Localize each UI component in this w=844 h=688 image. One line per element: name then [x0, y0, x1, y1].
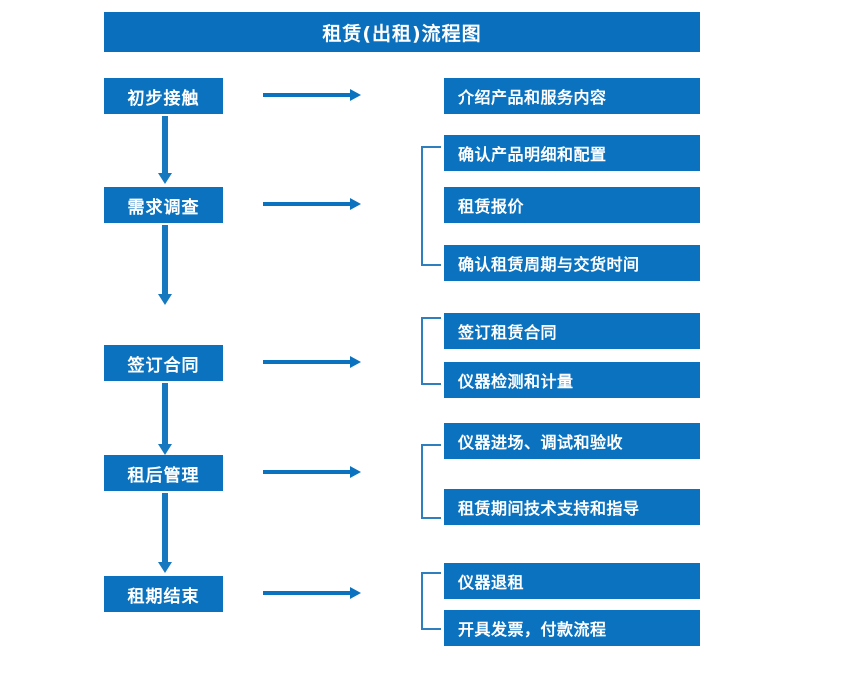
arrow-shaft — [162, 493, 168, 562]
arrow-shaft — [263, 591, 351, 595]
arrow-shaft — [162, 116, 168, 173]
arrow-head — [158, 294, 172, 305]
detail-box-2-2[interactable]: 租赁报价 — [444, 187, 700, 223]
arrow-head — [158, 562, 172, 573]
stage-box-3[interactable]: 签订合同 — [104, 345, 223, 381]
arrow-right-icon-5 — [263, 586, 361, 600]
detail-box-4-2[interactable]: 租赁期间技术支持和指导 — [444, 489, 700, 525]
detail-box-5-1[interactable]: 仪器退租 — [444, 563, 700, 599]
arrow-shaft — [263, 360, 351, 364]
arrow-right-icon-1 — [263, 88, 361, 102]
arrow-head — [350, 587, 361, 599]
page-title: 租赁(出租)流程图 — [104, 12, 700, 52]
detail-box-5-2[interactable]: 开具发票，付款流程 — [444, 610, 700, 646]
arrow-shaft — [263, 202, 351, 206]
arrow-head — [158, 173, 172, 184]
arrow-right-icon-4 — [263, 465, 361, 479]
arrow-right-icon-2 — [263, 197, 361, 211]
arrow-shaft — [162, 383, 168, 444]
stage-box-2[interactable]: 需求调查 — [104, 187, 223, 223]
group-bracket-icon-4 — [421, 444, 441, 519]
group-bracket-icon-2 — [421, 146, 441, 266]
arrow-right-icon-3 — [263, 355, 361, 369]
arrow-head — [350, 89, 361, 101]
arrow-down-icon-1 — [158, 116, 172, 184]
stage-box-5[interactable]: 租期结束 — [104, 576, 223, 612]
stage-box-1[interactable]: 初步接触 — [104, 78, 223, 114]
arrow-down-icon-2 — [158, 225, 172, 305]
arrow-head — [350, 466, 361, 478]
arrow-head — [350, 198, 361, 210]
detail-box-1-1[interactable]: 介绍产品和服务内容 — [444, 78, 700, 114]
arrow-down-icon-4 — [158, 493, 172, 573]
arrow-head — [350, 356, 361, 368]
detail-box-2-3[interactable]: 确认租赁周期与交货时间 — [444, 245, 700, 281]
detail-box-2-1[interactable]: 确认产品明细和配置 — [444, 135, 700, 171]
arrow-shaft — [263, 93, 351, 97]
detail-box-3-1[interactable]: 签订租赁合同 — [444, 313, 700, 349]
detail-box-4-1[interactable]: 仪器进场、调试和验收 — [444, 423, 700, 459]
arrow-shaft — [162, 225, 168, 294]
detail-box-3-2[interactable]: 仪器检测和计量 — [444, 362, 700, 398]
group-bracket-icon-5 — [421, 572, 441, 630]
arrow-head — [158, 444, 172, 455]
group-bracket-icon-3 — [421, 317, 441, 385]
stage-box-4[interactable]: 租后管理 — [104, 455, 223, 491]
arrow-shaft — [263, 470, 351, 474]
arrow-down-icon-3 — [158, 383, 172, 455]
